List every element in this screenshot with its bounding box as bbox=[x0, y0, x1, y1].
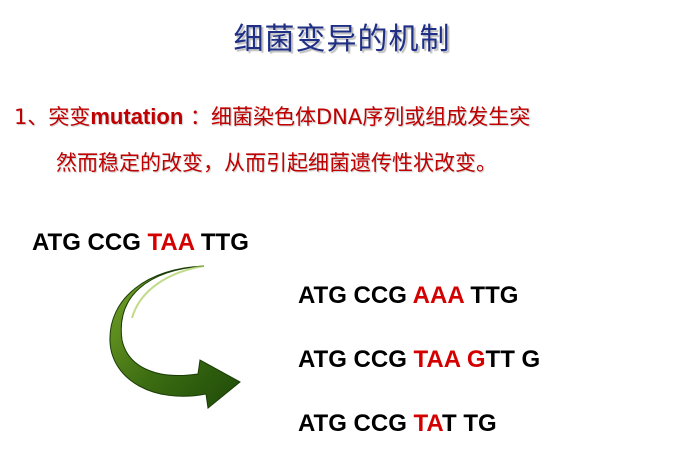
definition-term-en: mutation bbox=[90, 104, 184, 129]
curved-arrow-icon bbox=[109, 265, 241, 409]
sequence-part: ATG CCG bbox=[298, 410, 414, 437]
sequence-part: TTG bbox=[463, 282, 519, 309]
mutated-codon: TAA bbox=[147, 229, 195, 256]
sequence-part: ATG CCG bbox=[298, 282, 413, 309]
original-sequence: ATG CCG TAA TTG bbox=[32, 229, 249, 257]
definition-term-cn: 突变 bbox=[48, 105, 91, 129]
sequence-part: T TG bbox=[441, 410, 497, 437]
definition-paragraph: 1、突变mutation ：细菌染色体DNA序列或组成发生突 然而稳定的改变，从… bbox=[14, 94, 678, 186]
mutant-sequence-substitution: ATG CCG AAA TTG bbox=[298, 282, 518, 310]
definition-text-line1: 细菌染色体DNA序列或组成发生突 bbox=[210, 105, 531, 129]
mutated-codon: AAA bbox=[412, 282, 464, 309]
sequence-part: ATG CCG bbox=[32, 229, 148, 256]
sequence-part: ATG CCG bbox=[298, 346, 414, 373]
sequence-part: TT G bbox=[485, 346, 541, 373]
sequence-part: TTG bbox=[194, 229, 249, 256]
mutated-codon: TA bbox=[413, 410, 442, 437]
mutated-codon: TAA G bbox=[413, 346, 486, 373]
slide-title: 细菌变异的机制 bbox=[233, 22, 451, 57]
mutant-sequence-deletion: ATG CCG TAT TG bbox=[298, 410, 497, 438]
definition-number: 1、 bbox=[14, 105, 49, 129]
mutant-sequence-insertion: ATG CCG TAA GTT G bbox=[298, 346, 540, 374]
definition-colon: ： bbox=[183, 105, 211, 129]
definition-text-line2: 然而稳定的改变，从而引起细菌遗传性状改变。 bbox=[56, 151, 497, 175]
